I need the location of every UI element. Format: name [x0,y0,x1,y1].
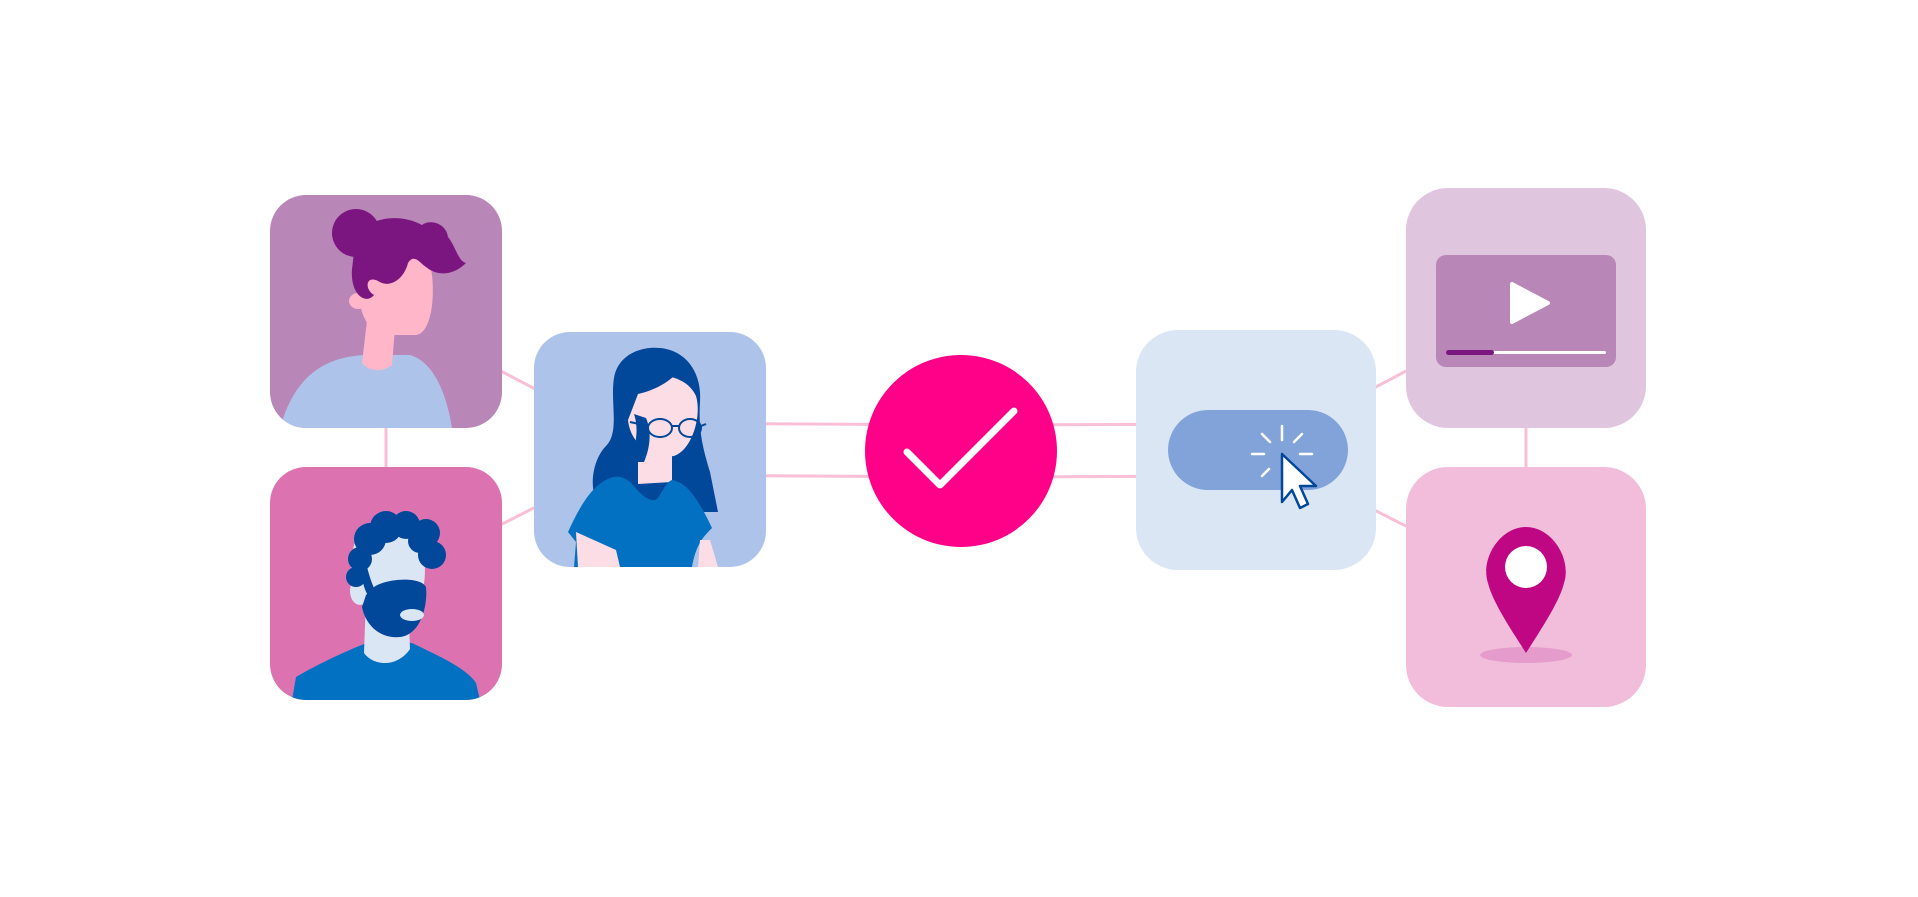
cursor-arrow-icon [1280,452,1318,510]
video-play-icon [1436,255,1616,367]
woman-with-glasses-avatar-icon [568,347,718,567]
glasses [629,418,707,438]
pin-shadow [1480,647,1572,663]
checkmark-icon [903,407,1018,489]
node-toggle-click [1136,330,1376,570]
pin-body [1486,527,1566,653]
man-with-beard-avatar-icon [292,511,480,700]
node-video [1406,188,1646,428]
approved-circle [865,355,1057,547]
node-location [1406,467,1646,707]
progress-played [1446,350,1494,355]
play-icon [1510,282,1550,324]
toggle-track [1168,410,1348,490]
woman-with-bun-avatar-icon [280,209,466,428]
location-pin-icon [1480,527,1572,663]
pin-hole [1505,546,1547,588]
click-burst [1250,424,1314,478]
node-man-beard [270,467,502,700]
cursor-click-toggle-icon [1168,410,1348,510]
node-woman-bun [270,195,502,428]
node-woman-glasses [534,332,766,567]
node-approved [865,355,1057,547]
